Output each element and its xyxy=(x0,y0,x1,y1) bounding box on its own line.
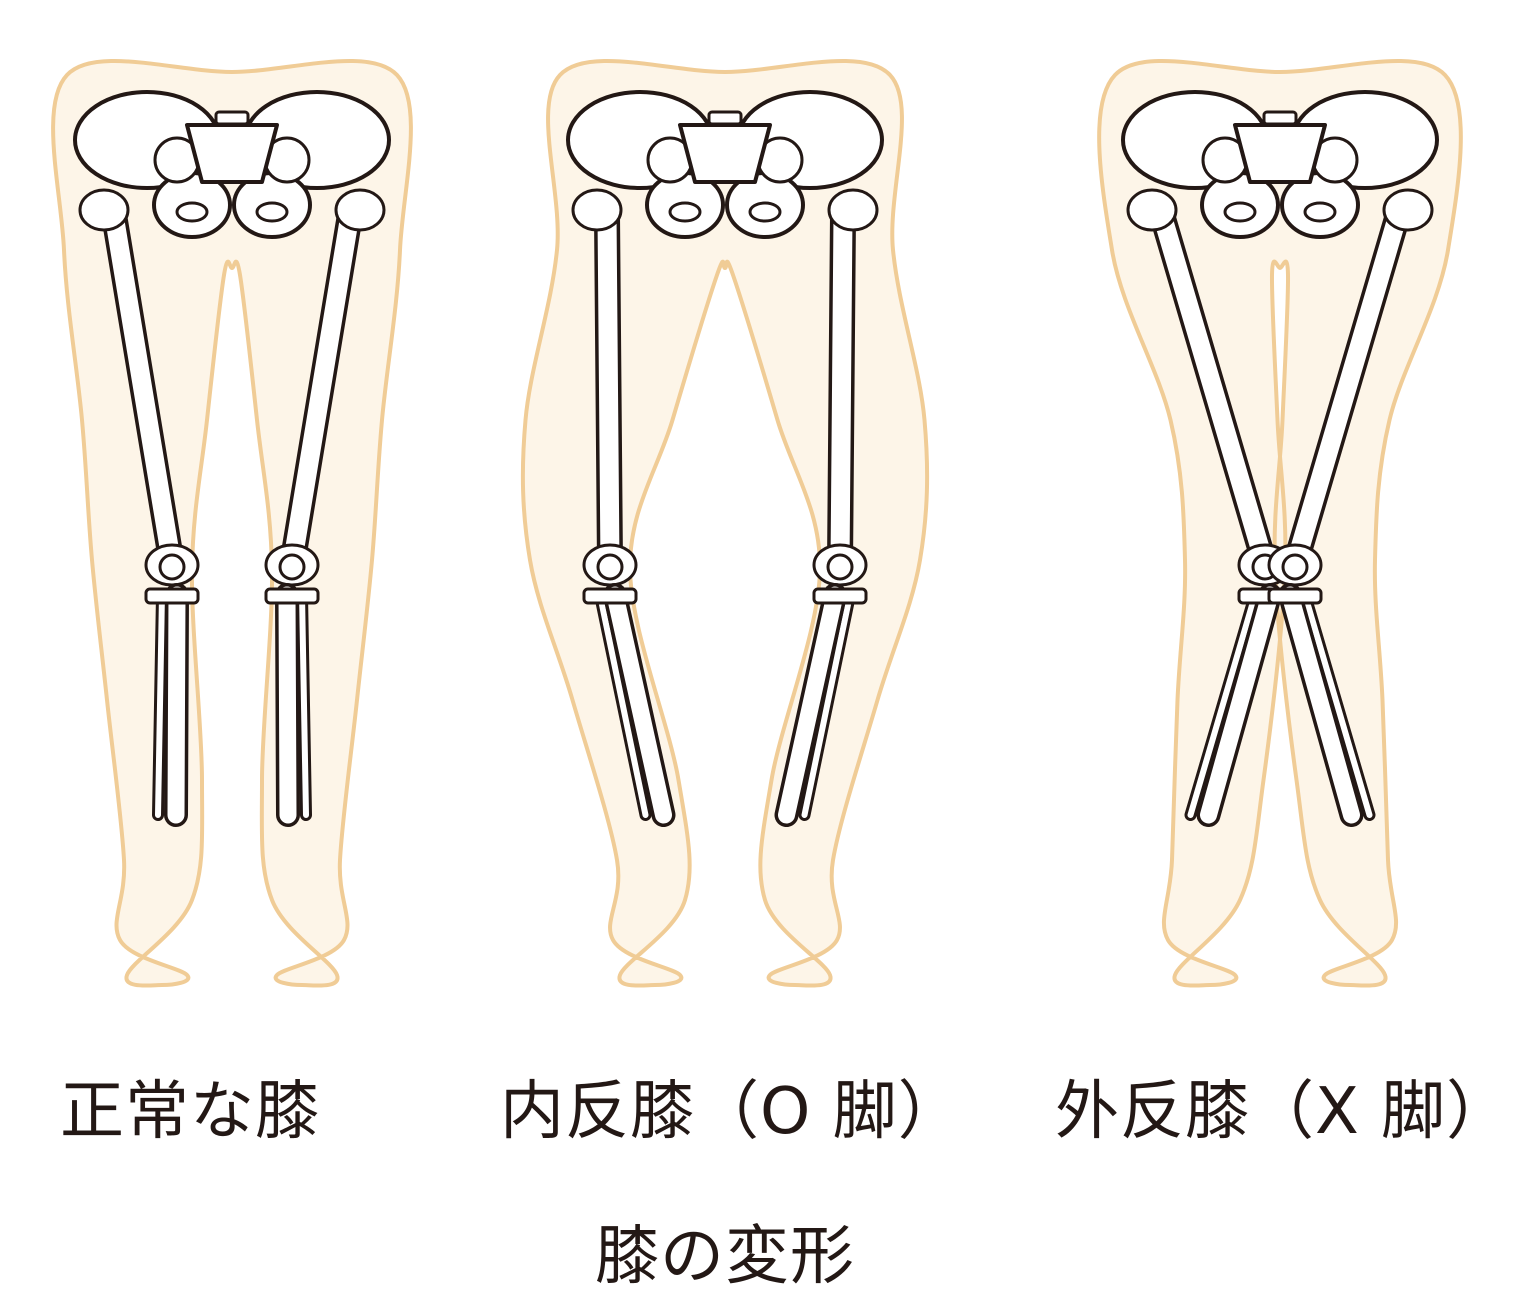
label-varus-knee: 内反膝（O 脚） xyxy=(500,1075,963,1149)
right-fibula xyxy=(299,592,309,818)
right-obturator-foramen xyxy=(255,201,289,223)
body-silhouette xyxy=(51,58,413,988)
right-patella xyxy=(1281,553,1309,581)
left-tibia-plateau xyxy=(582,587,638,605)
left-fibula xyxy=(155,592,165,818)
figure-normal-knee xyxy=(51,58,413,988)
right-obturator-foramen xyxy=(748,201,782,223)
label-normal-knee: 正常な膝 xyxy=(60,1075,320,1149)
sacrum xyxy=(678,123,772,184)
left-obturator-foramen xyxy=(1223,201,1257,223)
left-patella xyxy=(596,553,624,581)
figure-valgus-knee-x-legs xyxy=(1097,58,1463,988)
right-fibula xyxy=(801,592,853,818)
lumbar-vertebra xyxy=(707,110,743,126)
left-fibula xyxy=(1187,592,1258,818)
left-obturator-foramen xyxy=(175,201,209,223)
right-femur xyxy=(830,205,853,575)
right-tibia-plateau xyxy=(1267,587,1323,605)
right-fibula xyxy=(1302,592,1373,818)
left-tibia xyxy=(606,586,672,824)
right-tibia xyxy=(778,586,844,824)
left-fibula xyxy=(597,592,649,818)
left-obturator-foramen xyxy=(668,201,702,223)
right-tibia xyxy=(278,586,297,824)
right-femur xyxy=(1285,205,1408,575)
lumbar-vertebra xyxy=(1262,110,1298,126)
caption-knee-deformity: 膝の変形 xyxy=(595,1220,855,1294)
right-femur xyxy=(282,205,360,575)
left-patella xyxy=(158,553,186,581)
sacrum xyxy=(185,123,279,184)
right-tibia-plateau xyxy=(264,587,320,605)
right-patella xyxy=(278,553,306,581)
right-femur-head xyxy=(334,188,386,232)
left-femur-head xyxy=(571,188,623,232)
left-tibia-plateau xyxy=(144,587,200,605)
right-tibia-plateau xyxy=(812,587,868,605)
sacrum xyxy=(1233,123,1327,184)
right-femur-head xyxy=(1382,188,1434,232)
label-valgus-knee: 外反膝（X 脚） xyxy=(1055,1075,1512,1149)
right-obturator-foramen xyxy=(1303,201,1337,223)
right-patella xyxy=(826,553,854,581)
lumbar-vertebra xyxy=(214,110,250,126)
left-femur-head xyxy=(1126,188,1178,232)
left-tibia xyxy=(167,586,186,824)
left-femur-head xyxy=(78,188,130,232)
right-femur-head xyxy=(827,188,879,232)
body-silhouette xyxy=(520,58,930,988)
left-femur xyxy=(597,205,620,575)
left-femur xyxy=(104,205,182,575)
figure-varus-knee-o-legs xyxy=(520,58,930,988)
left-femur xyxy=(1152,205,1275,575)
left-tibia xyxy=(1200,586,1279,824)
right-tibia xyxy=(1281,586,1360,824)
